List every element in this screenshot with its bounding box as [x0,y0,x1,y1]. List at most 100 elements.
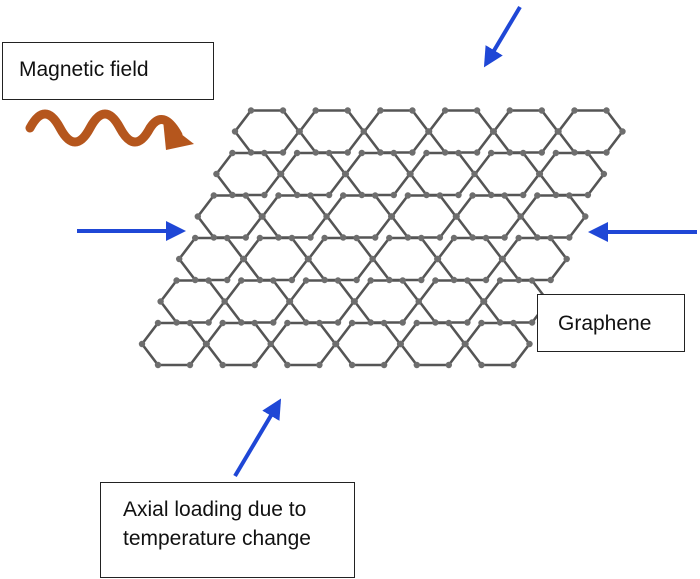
carbon-atom [445,361,452,369]
carbon-atom [386,276,393,284]
carbon-atom [334,277,342,284]
carbon-atom [380,361,388,369]
carbon-atom [471,170,478,178]
carbon-atom [473,107,481,114]
carbon-atom [307,192,314,199]
carbon-atom [302,319,310,326]
hexagon-cell [140,321,208,367]
carbon-atom [275,192,282,199]
hexagon-cell [307,236,374,282]
carbon-atom [238,319,245,326]
carbon-atom [325,191,333,199]
carbon-atom [367,319,374,326]
carbon-atom [390,149,397,157]
carbon-atom [203,340,210,348]
carbon-atom [566,192,573,199]
carbon-atom [372,234,379,241]
carbon-atom [224,234,231,242]
carbon-atom [515,234,522,242]
carbon-atom [293,191,301,199]
carbon-atom [256,276,264,284]
carbon-atom [316,319,323,327]
carbon-atom [563,255,570,263]
carbon-atom [286,298,294,305]
axial-loading-line-2: temperature change [123,527,311,551]
carbon-atom [261,191,268,199]
hexagon-cell [177,236,245,282]
hexagon-cell [353,279,421,324]
carbon-atom [340,192,347,199]
carbon-atom [284,361,291,369]
carbon-atom [307,234,314,241]
carbon-atom [423,191,430,199]
carbon-atom [534,192,541,199]
carbon-atom [600,170,608,178]
magnetic-wave-arrowhead-icon [163,120,194,150]
carbon-atom [520,191,527,199]
hexagon-cell [455,194,522,239]
carbon-atom [377,107,384,114]
hexagon-cell [288,279,356,324]
graphene-label: Graphene [537,294,685,352]
carbon-atom [441,107,449,114]
carbon-atom [205,277,212,284]
carbon-atom [441,149,449,156]
carbon-atom [229,149,236,157]
carbon-atom [353,234,360,242]
carbon-atom [478,361,485,369]
carbon-atom [323,213,330,220]
carbon-atom [348,319,356,327]
carbon-atom [584,149,592,157]
carbon-atom [342,170,349,178]
hexagon-cell [538,151,606,197]
carbon-atom [499,255,506,263]
carbon-atom [555,128,562,135]
carbon-atom [270,319,277,326]
carbon-atom [515,276,522,284]
carbon-atom [462,340,469,348]
carbon-atom [358,149,365,157]
hexagon-cell [159,279,226,324]
hexagon-cell [492,109,560,154]
carbon-atom [619,128,626,135]
hexagon-cell [270,321,337,367]
hexagon-cell [409,151,476,197]
carbon-atom [288,276,296,284]
carbon-atom [221,298,228,305]
carbon-atom [582,213,589,220]
carbon-atom [251,361,258,369]
carbon-atom [488,191,495,199]
carbon-atom [344,107,351,114]
carbon-atom [270,277,277,284]
carbon-atom [312,149,319,156]
carbon-atom [388,213,396,220]
carbon-atom [256,234,264,242]
carbon-atom [517,213,524,220]
hexagon-cell [464,321,531,367]
carbon-atom [348,361,356,369]
carbon-atom [231,128,239,135]
hexagon-cell [298,109,366,154]
hexagon-cell [363,109,430,154]
carbon-atom [372,192,379,199]
carbon-atom [210,234,217,241]
carbon-atom [277,170,285,178]
carbon-atom [325,149,333,157]
carbon-atom [360,128,367,135]
carbon-atom [464,277,471,284]
carbon-atom [425,128,433,135]
carbon-atom [455,191,462,199]
carbon-atom [173,277,180,284]
carbon-atom [464,319,471,326]
carbon-atom [571,107,578,114]
carbon-atom [506,149,513,156]
hexagon-cell [215,151,282,197]
carbon-atom [380,319,388,327]
hexagon-cell [519,194,587,239]
carbon-atom [480,298,488,305]
carbon-atom [192,234,199,242]
carbon-atom [552,191,560,199]
carbon-atom [415,298,422,305]
hexagon-cell [399,321,467,367]
carbon-atom [332,340,340,348]
